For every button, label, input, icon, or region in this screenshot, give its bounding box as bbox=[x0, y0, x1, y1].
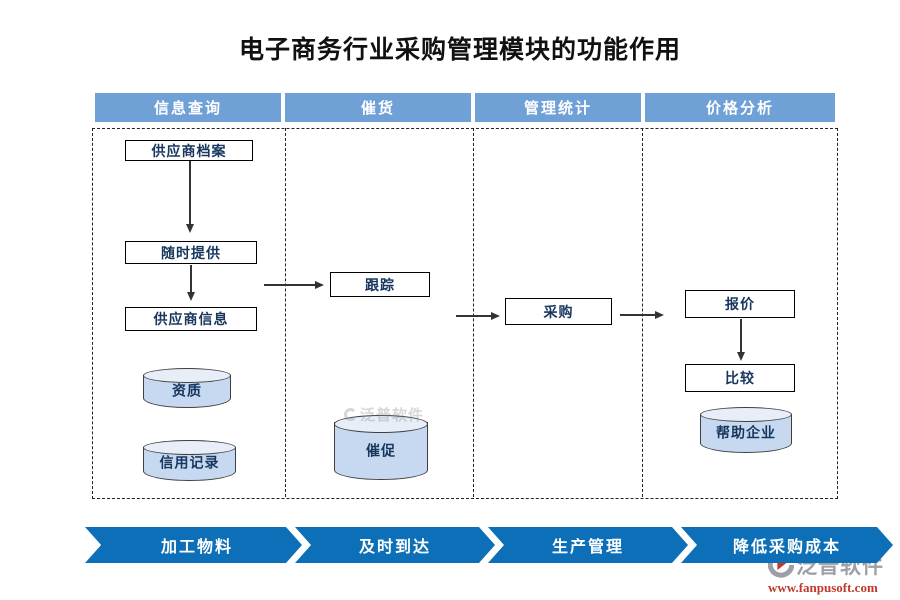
watermark-logo-icon bbox=[344, 408, 357, 421]
column-divider-1 bbox=[285, 128, 286, 497]
banner-production-management: 生产管理 bbox=[488, 527, 688, 563]
page-title: 电子商务行业采购管理模块的功能作用 bbox=[238, 37, 681, 64]
flow-region-border bbox=[92, 128, 838, 499]
banner-reduce-cost: 降低采购成本 bbox=[681, 527, 893, 563]
cylinder-top bbox=[143, 440, 236, 455]
column-header-expediting: 催货 bbox=[285, 93, 471, 122]
column-divider-3 bbox=[642, 128, 643, 497]
column-header-management-stats: 管理统计 bbox=[475, 93, 641, 122]
arrow-quotation-to-compare bbox=[740, 319, 742, 359]
banner-process-material: 加工物料 bbox=[92, 527, 302, 563]
banner-arrive-on-time: 及时到达 bbox=[295, 527, 495, 563]
brand-url: www.fanpusoft.com bbox=[768, 580, 878, 595]
arrow-archive-to-provide bbox=[189, 161, 191, 231]
cylinder-credit-record-label: 信用记录 bbox=[159, 454, 220, 471]
cylinder-top bbox=[334, 415, 428, 433]
column-divider-2 bbox=[473, 128, 474, 497]
column-header-info-query: 信息查询 bbox=[95, 93, 281, 122]
box-supplier-archive: 供应商档案 bbox=[125, 140, 253, 161]
watermark-fanpu: 泛普软件 bbox=[344, 404, 424, 425]
cylinder-qualification: 资质 bbox=[143, 368, 231, 408]
box-compare: 比较 bbox=[685, 364, 795, 392]
arrow-provide-to-info bbox=[190, 265, 192, 299]
box-tracking: 跟踪 bbox=[330, 272, 430, 297]
cylinder-urge-label: 催促 bbox=[366, 442, 396, 459]
cylinder-help-enterprise: 帮助企业 bbox=[700, 407, 792, 453]
cylinder-credit-record: 信用记录 bbox=[143, 440, 236, 481]
cylinder-help-enterprise-label: 帮助企业 bbox=[716, 424, 776, 441]
box-procurement: 采购 bbox=[505, 298, 612, 325]
box-supplier-info: 供应商信息 bbox=[125, 307, 257, 331]
cylinder-qualification-label: 资质 bbox=[172, 382, 202, 399]
arrow-procurement-to-quotation bbox=[620, 314, 662, 316]
cylinder-urge: 催促 bbox=[334, 415, 428, 480]
cylinder-top bbox=[143, 368, 231, 383]
arrow-tracking-to-procurement bbox=[456, 315, 498, 317]
column-header-price-analysis: 价格分析 bbox=[645, 93, 835, 122]
box-quotation: 报价 bbox=[685, 290, 795, 318]
cylinder-top bbox=[700, 407, 792, 422]
arrow-info-to-tracking bbox=[264, 284, 322, 286]
watermark-text: 泛普软件 bbox=[360, 407, 425, 424]
box-provide-anytime: 随时提供 bbox=[125, 241, 257, 264]
